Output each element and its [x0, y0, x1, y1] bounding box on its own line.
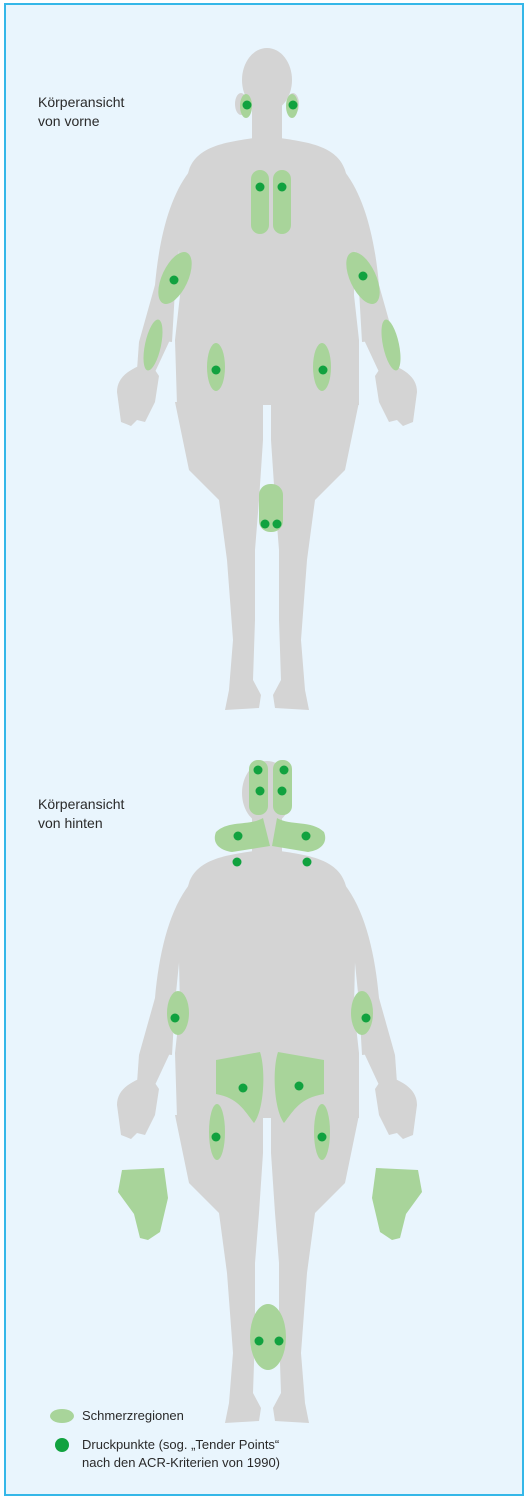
legend-region-swatch: [50, 1409, 74, 1423]
front-body-figure: [117, 48, 417, 710]
legend-regions: Schmerzregionen: [82, 1407, 184, 1425]
front-view-label: Körperansicht von vorne: [38, 93, 124, 131]
legend-points-label: Druckpunkte (sog. „Tender Points“ nach d…: [82, 1436, 280, 1472]
legend-regions-label: Schmerzregionen: [82, 1407, 184, 1425]
legend-point-swatch: [55, 1438, 69, 1452]
back-view-label: Körperansicht von hinten: [38, 795, 124, 833]
legend-points: Druckpunkte (sog. „Tender Points“ nach d…: [82, 1436, 280, 1472]
